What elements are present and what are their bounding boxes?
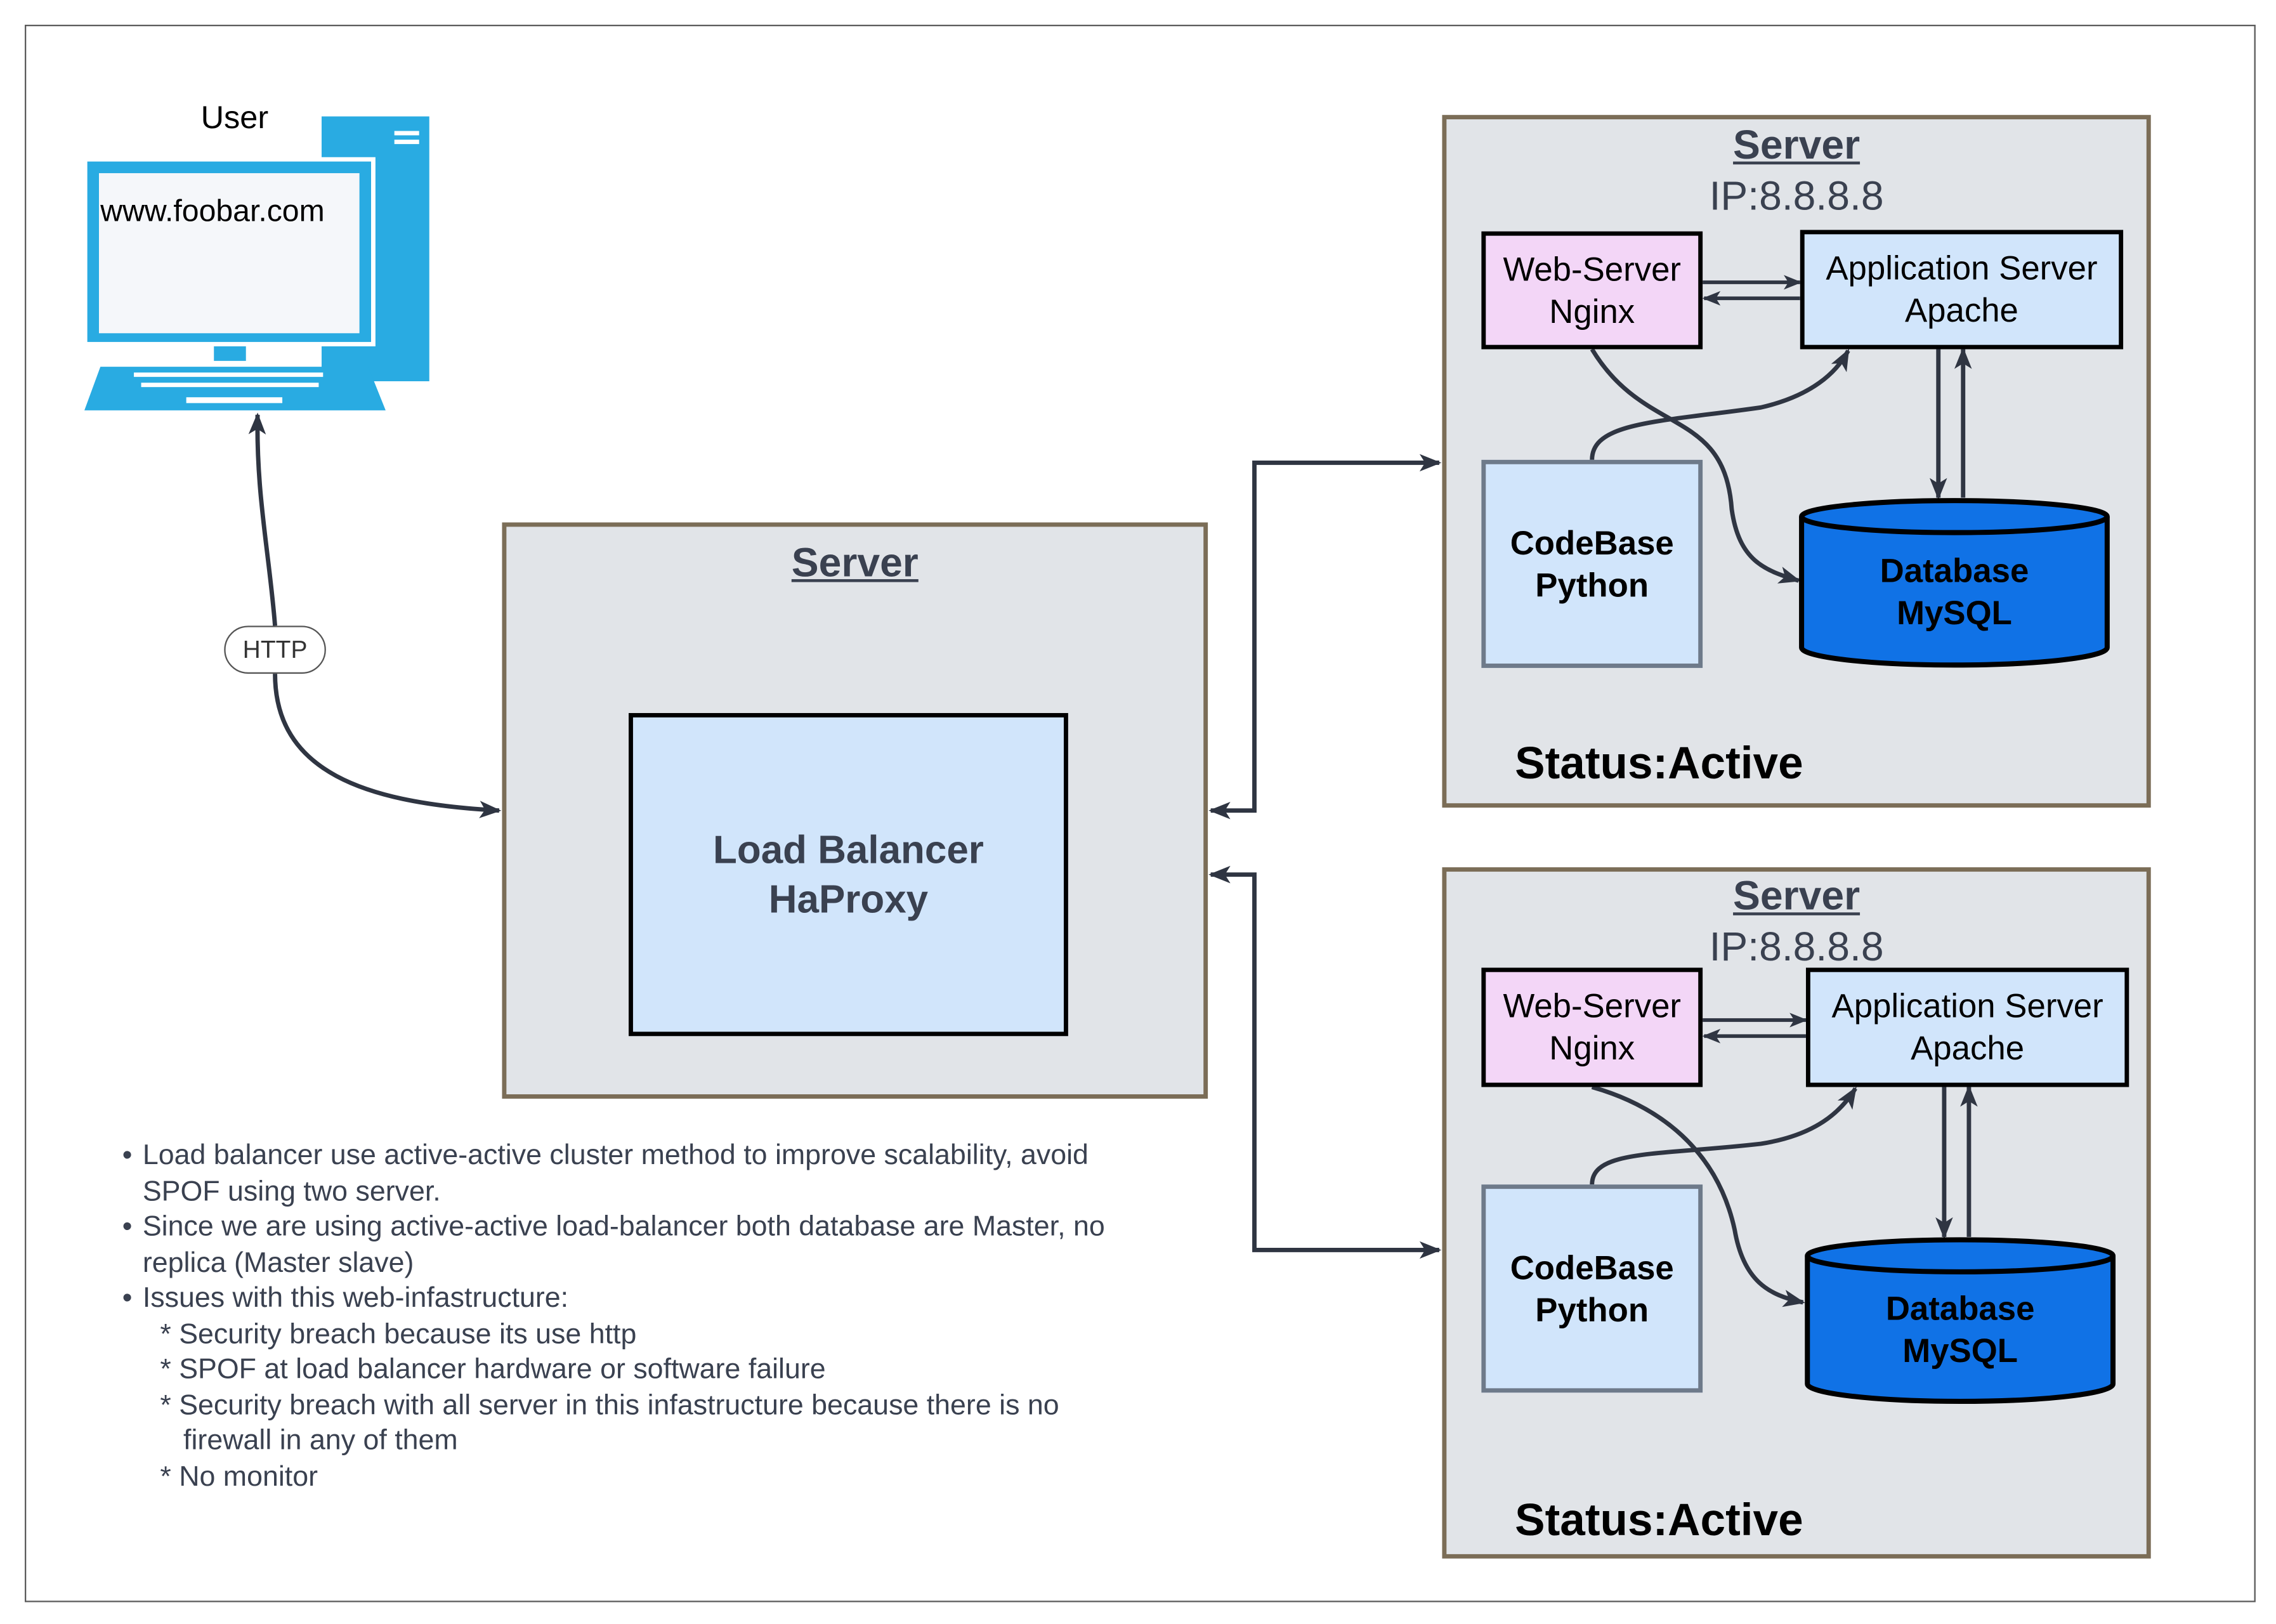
apache-label: Apache [1911,1028,2025,1067]
mysql-database: Database MySQL [1802,550,2107,634]
server-title: Server [791,540,919,586]
http-connector [248,412,278,626]
status-label: Status:Active [1515,1494,1803,1546]
note-text: Load balancer use active-active cluster … [142,1139,1089,1172]
user-computer [80,110,436,416]
desktop-computer-icon [82,116,429,410]
load-balancer-haproxy: Load Balancer HaProxy [629,713,1068,1037]
issue-item-continuation: firewall in any of them [183,1424,458,1457]
mysql-database: Database MySQL [1807,1288,2113,1372]
note-text: replica (Master slave) [142,1246,414,1279]
web-server-label: Web-Server [1503,986,1682,1025]
database-label: Database [1885,1289,2035,1328]
haproxy-label: HaProxy [768,877,929,922]
lb-server2-connector [1208,865,1442,1259]
mysql-label: MySQL [1897,593,2012,632]
nginx-web-server: Web-Server Nginx [1481,231,1703,350]
server-title: Server [1733,122,1861,167]
notes-list: Load balancer use active-active cluster … [122,1138,1185,1495]
web-server-label: Web-Server [1503,249,1682,288]
note-bullet: Issues with this web-infastructure: [122,1281,1185,1316]
application-server-label: Application Server [1831,986,2103,1025]
python-codebase: CodeBase Python [1481,1184,1703,1393]
python-to-apache-curve [1590,1086,1857,1185]
note-text: Since we are using active-active load-ba… [142,1210,1105,1243]
database-label: Database [1880,551,2029,590]
server-ip: IP:8.8.8.8 [1709,924,1884,969]
nginx-to-mysql-curve [1591,1085,1805,1307]
python-to-apache-curve [1590,348,1850,461]
python-label: Python [1535,565,1649,603]
codebase-label: CodeBase [1510,1248,1674,1286]
diagram-frame [24,24,2256,1602]
python-label: Python [1535,1290,1649,1328]
nginx-to-mysql-curve [1590,348,1801,584]
load-balancer-label: Load Balancer [713,828,984,872]
database-icon [1805,1237,2116,1405]
apache-label: Apache [1904,291,2018,329]
note-bullet: Since we are using active-active load-ba… [122,1209,1185,1280]
issue-item: * No monitor [160,1460,318,1493]
lb-server1-connector [1208,454,1442,820]
apache-application-server: Application Server Apache [1805,967,2129,1087]
http-protocol-label: HTTP [224,625,326,674]
nginx-label: Nginx [1549,1028,1635,1067]
application-server-label: Application Server [1826,249,2098,287]
note-text: SPOF using two server. [142,1175,441,1207]
database-icon [1799,498,2110,668]
server-ip: IP:8.8.8.8 [1709,173,1884,219]
url-label: www.foobar.com [100,195,325,229]
nginx-web-server: Web-Server Nginx [1481,967,1703,1087]
issue-item: * Security breach with all server in thi… [160,1389,1059,1421]
codebase-label: CodeBase [1510,523,1674,561]
status-label: Status:Active [1515,738,1803,789]
issue-item: * Security breach because its use http [160,1318,637,1350]
python-codebase: CodeBase Python [1481,459,1703,668]
nginx-label: Nginx [1549,291,1635,330]
apache-application-server: Application Server Apache [1800,230,2124,350]
note-text: Issues with this web-infastructure: [142,1281,569,1314]
issue-item: * SPOF at load balancer hardware or soft… [160,1353,826,1385]
server-title: Server [1733,873,1861,919]
user-label: User [200,98,269,136]
mysql-label: MySQL [1902,1331,2018,1370]
note-bullet: Load balancer use active-active cluster … [122,1138,1185,1209]
http-connector-lower [273,674,502,818]
